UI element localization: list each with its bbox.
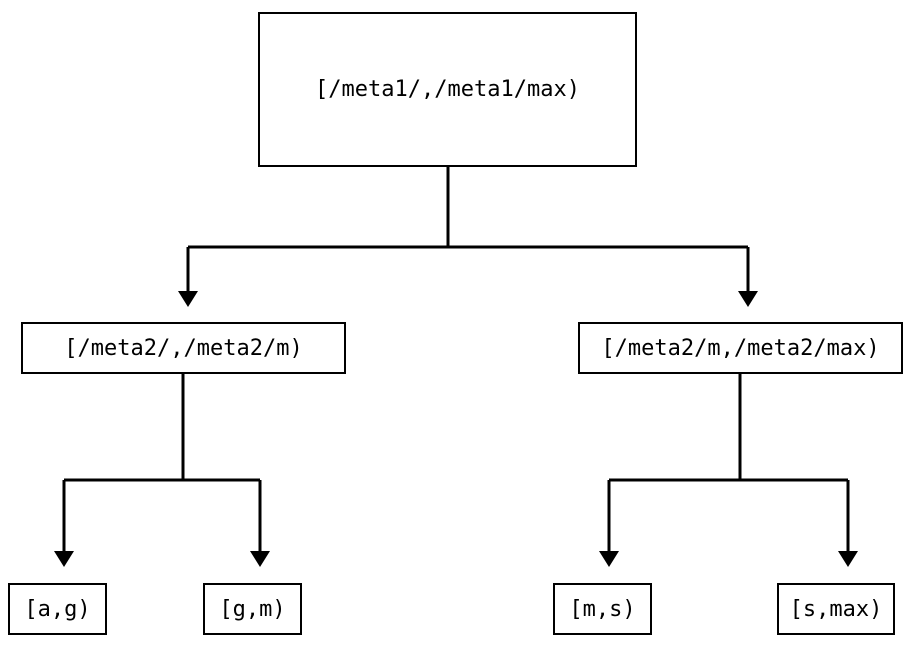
tree-node-root-label: [/meta1/,/meta1/max) — [315, 77, 580, 102]
edge-meta2-high-to-leaf-ms — [599, 374, 848, 567]
arrowhead-triangle-down-icon — [178, 291, 198, 307]
tree-node-meta2-low[interactable]: [/meta2/,/meta2/m) — [21, 322, 346, 374]
tree-node-meta2-low-label: [/meta2/,/meta2/m) — [64, 335, 303, 361]
tree-node-leaf-ms-label: [m,s) — [569, 596, 636, 622]
edge-root-to-meta2-low — [178, 167, 748, 307]
tree-node-leaf-smax-label: [s,max) — [789, 596, 883, 622]
tree-node-leaf-smax[interactable]: [s,max) — [777, 583, 895, 635]
edge-root-to-meta2-high — [738, 247, 758, 307]
arrowhead-triangle-down-icon — [54, 551, 74, 567]
tree-node-leaf-gm[interactable]: [g,m) — [203, 583, 302, 635]
edge-meta2-low-to-leaf-ag — [54, 374, 260, 567]
edge-meta2-high-to-leaf-smax — [838, 480, 858, 567]
edge-meta2-low-to-leaf-gm — [250, 480, 270, 567]
arrowhead-triangle-down-icon — [838, 551, 858, 567]
tree-node-root[interactable]: [/meta1/,/meta1/max) — [258, 12, 637, 167]
tree-node-meta2-high[interactable]: [/meta2/m,/meta2/max) — [578, 322, 903, 374]
arrowhead-triangle-down-icon — [738, 291, 758, 307]
tree-node-leaf-ag[interactable]: [a,g) — [8, 583, 107, 635]
tree-node-leaf-ag-label: [a,g) — [24, 596, 91, 622]
tree-node-leaf-ms[interactable]: [m,s) — [553, 583, 652, 635]
tree-node-leaf-gm-label: [g,m) — [219, 596, 286, 622]
arrowhead-triangle-down-icon — [250, 551, 270, 567]
tree-node-meta2-high-label: [/meta2/m,/meta2/max) — [601, 335, 880, 361]
arrowhead-triangle-down-icon — [599, 551, 619, 567]
